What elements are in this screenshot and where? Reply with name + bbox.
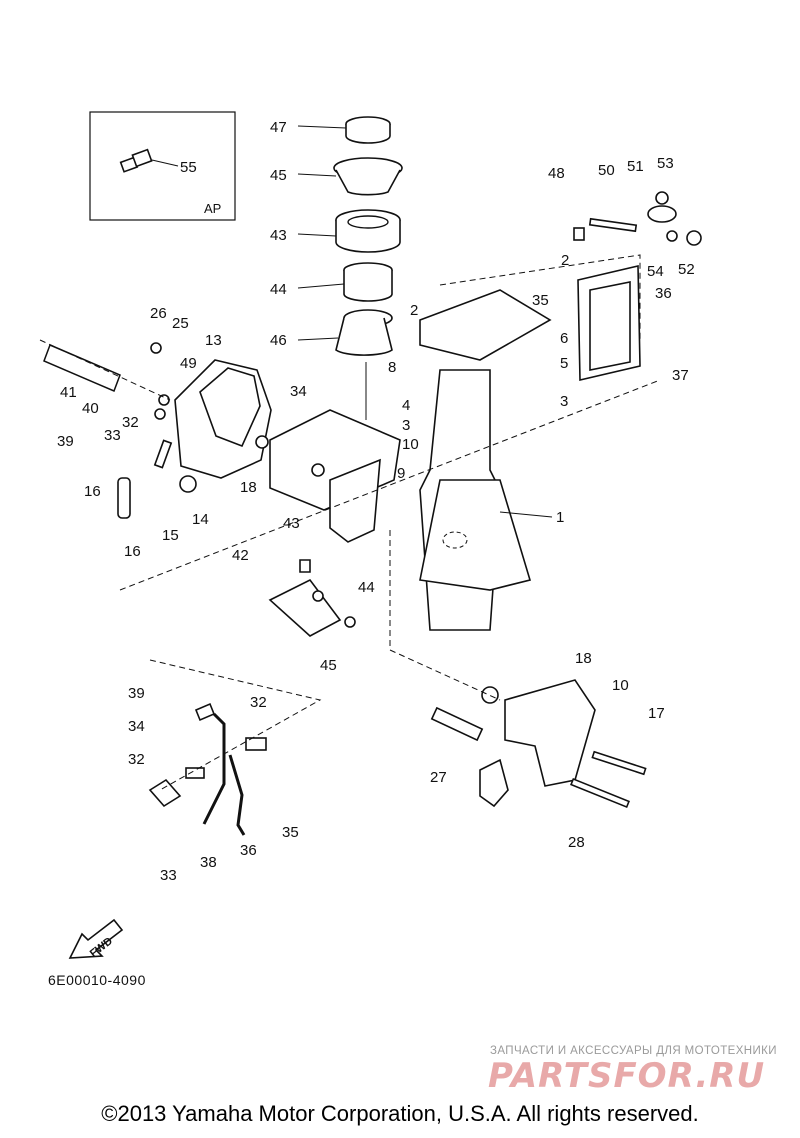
copyright-footer: ©2013 Yamaha Motor Corporation, U.S.A. A…	[101, 1101, 699, 1126]
inset-box-label: AP	[204, 201, 221, 216]
callout-23: 32	[122, 414, 139, 431]
callout-43: 43	[270, 227, 287, 244]
callout-7: 6	[560, 330, 568, 347]
callout-11: 10	[612, 677, 629, 694]
callout-18b: 18	[575, 650, 592, 667]
callout-21: 27	[430, 769, 447, 786]
watermark-logo: PARTSFOR.RU	[488, 1056, 766, 1096]
callout-24: 33	[104, 427, 121, 444]
callout-8: 8	[388, 359, 396, 376]
callout-38: 41	[60, 384, 77, 401]
callout-5: 3	[560, 393, 568, 410]
callout-51: 51	[627, 158, 644, 175]
callout-39: 42	[232, 547, 249, 564]
callout-29: 36	[240, 842, 257, 859]
callout-55: 55	[180, 159, 197, 176]
callout-13: 14	[192, 511, 209, 528]
callout-19: 25	[172, 315, 189, 332]
callout-28: 37	[672, 367, 689, 384]
cover-part	[577, 264, 641, 382]
callout-16: 16	[84, 483, 101, 500]
guide-line-2	[119, 379, 661, 591]
callout-17: 17	[648, 705, 665, 722]
callout-15: 16	[124, 543, 141, 560]
callout-46: 46	[270, 332, 287, 349]
callout-36: 39	[57, 433, 74, 450]
steering-rings	[333, 116, 403, 356]
callout-14: 15	[162, 527, 179, 544]
callout-3: 3	[402, 417, 410, 434]
callout-40: 43	[283, 515, 300, 532]
callout-27: 36	[655, 285, 672, 302]
guide-line-3	[149, 659, 322, 791]
callout-12: 13	[205, 332, 222, 349]
callout-10: 10	[402, 436, 419, 453]
tiller-parts	[573, 191, 702, 246]
callout-42: 45	[320, 657, 337, 674]
callout-2a: 2	[561, 252, 569, 269]
callout-labels: 55 47 45 43 44 46 48 50 51 53 54 52 2 35…	[57, 119, 695, 884]
callout-37: 40	[82, 400, 99, 417]
drive-shaft-housing-part	[419, 289, 552, 631]
callout-20: 26	[150, 305, 167, 322]
guide-line-4	[389, 530, 501, 701]
left-small-parts	[43, 342, 269, 519]
guide-line-1	[39, 339, 171, 401]
callout-54: 54	[647, 263, 664, 280]
callout-6: 5	[560, 355, 568, 372]
callout-1: 1	[556, 509, 564, 526]
bracket-assembly-part	[174, 359, 272, 479]
callout-26: 35	[532, 292, 549, 309]
guide-line-5	[439, 254, 641, 340]
callout-41: 44	[358, 579, 375, 596]
callout-32b: 32	[128, 751, 145, 768]
callout-53: 53	[657, 155, 674, 172]
clamp-bracket-part	[430, 679, 647, 809]
drawing-code: 6E00010-4090	[48, 972, 146, 988]
middle-small-parts	[268, 559, 356, 637]
callout-49: 49	[180, 355, 197, 372]
callout-2b: 2	[410, 302, 418, 319]
fwd-arrow-icon: FWD	[68, 918, 124, 960]
watermark-tagline: ЗАПЧАСТИ И АКСЕССУАРЫ ДЛЯ МОТОТЕХНИКИ	[490, 1045, 777, 1057]
callout-22: 28	[568, 834, 585, 851]
callout-48: 48	[548, 165, 565, 182]
callout-52: 52	[678, 261, 695, 278]
inset-box	[89, 111, 236, 221]
callout-18a: 18	[240, 479, 257, 496]
callout-45: 45	[270, 167, 287, 184]
callout-44: 44	[270, 281, 287, 298]
callout-25: 34	[290, 383, 307, 400]
tilt-lever-parts	[148, 702, 267, 836]
callout-32a: 32	[250, 694, 267, 711]
callout-35: 35	[282, 824, 299, 841]
callout-31: 38	[200, 854, 217, 871]
callout-34: 34	[128, 718, 145, 735]
callout-47: 47	[270, 119, 287, 136]
callout-9: 9	[397, 465, 405, 482]
swivel-bracket-part	[269, 409, 401, 543]
callout-4: 4	[402, 397, 410, 414]
callout-33: 33	[160, 867, 177, 884]
callout-50: 50	[598, 162, 615, 179]
callout-30: 39	[128, 685, 145, 702]
grease-nipple-part	[119, 148, 153, 173]
